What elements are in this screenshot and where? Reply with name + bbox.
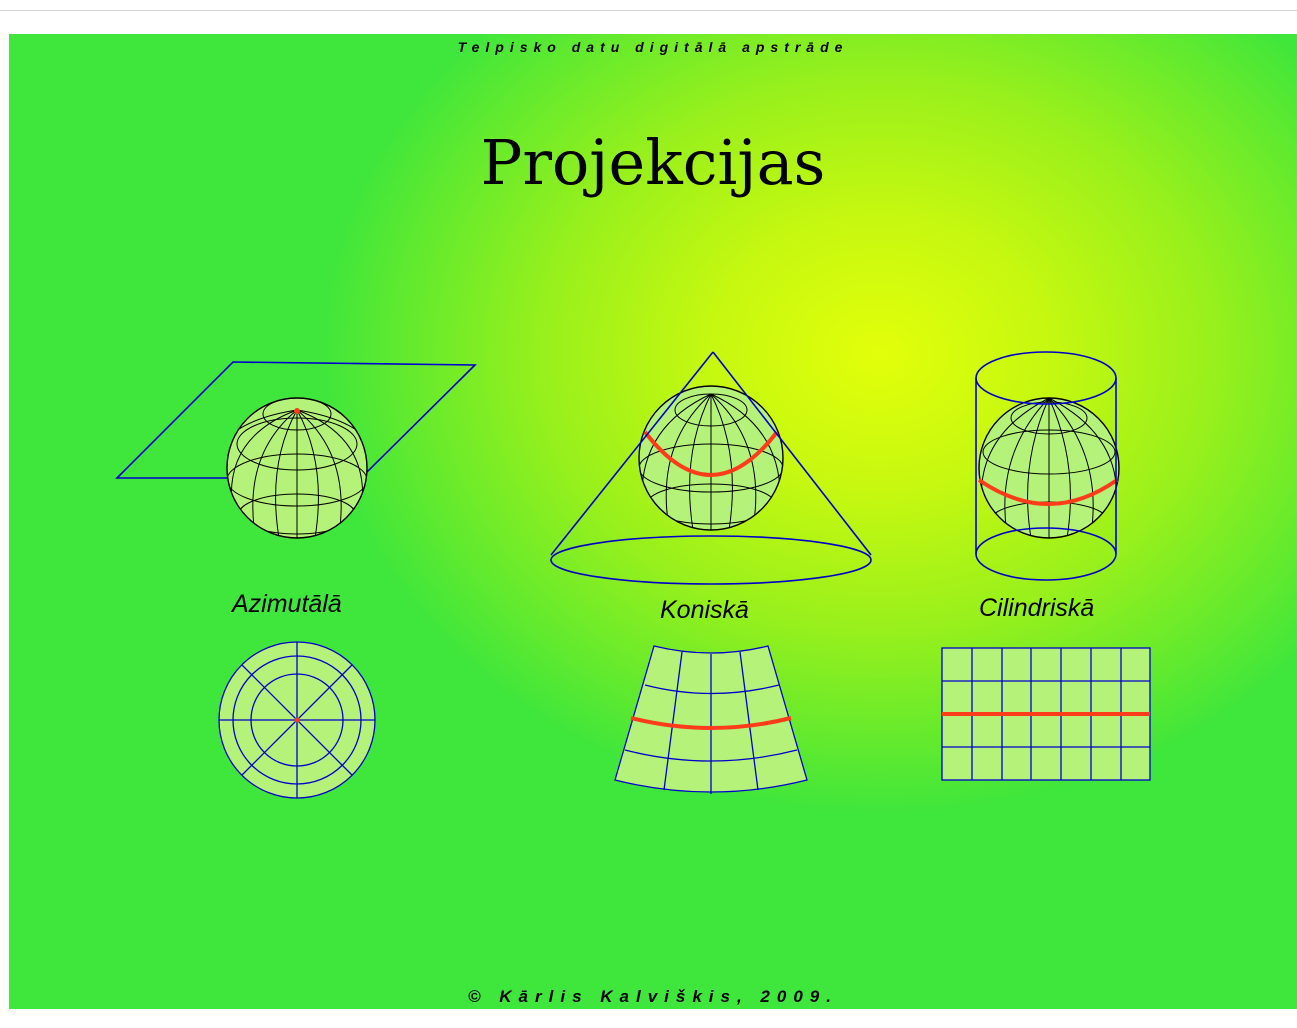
slide-footer: © Kārlis Kalviškis, 2009. <box>9 987 1297 1007</box>
conic-globe <box>639 386 783 530</box>
label-azimuthal: Azimutālā <box>232 590 342 619</box>
conic-model <box>551 352 871 584</box>
cone-base <box>551 536 871 584</box>
label-cylindrical: Cilindriskā <box>979 594 1094 623</box>
conic-map <box>615 646 807 794</box>
azimuthal-globe <box>213 398 382 538</box>
cylindrical-map <box>942 648 1150 780</box>
azimuthal-model <box>117 362 475 538</box>
cylindrical-model <box>976 352 1119 580</box>
top-divider <box>0 10 1297 11</box>
cylindrical-globe <box>979 398 1119 538</box>
label-conic: Koniskā <box>660 596 749 625</box>
cylinder-top <box>976 352 1116 404</box>
projections-diagram <box>9 34 1297 1009</box>
azimuthal-map <box>219 642 375 798</box>
slide: Telpisko datu digitālā apstrāde Projekci… <box>9 34 1297 1009</box>
tangent-point <box>294 408 300 414</box>
